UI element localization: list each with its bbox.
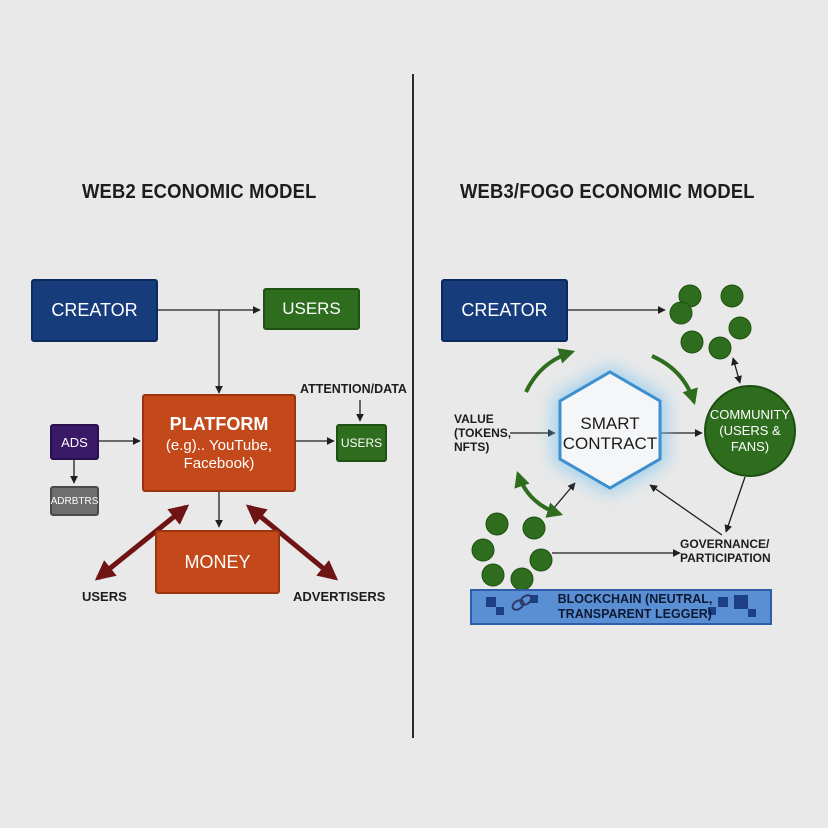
curved-arrow-bottom-left (514, 470, 564, 518)
web2-users-right-box: USERS (336, 424, 387, 462)
blockchain-pattern (486, 594, 756, 617)
arrow-governance-contract (649, 484, 723, 536)
web2-users-bottom-label: USERS (82, 589, 127, 604)
community-dots-top (669, 284, 752, 360)
platform-box: PLATFORM (e.g).. YouTube, Facebook) (142, 394, 296, 492)
community-label: COMMUNITY (USERS & FANS) (709, 407, 791, 454)
blockchain-label: BLOCKCHAIN (NEUTRAL, TRANSPARENT LEGGER) (557, 592, 713, 621)
curved-arrow-top-right (651, 354, 698, 406)
governance-label: GOVERNANCE/ PARTICIPATION (680, 537, 771, 565)
platform-subtitle: (e.g).. YouTube, Facebook) (165, 436, 273, 472)
arrow-dots-community (731, 357, 742, 384)
ads-box: ADS (50, 424, 99, 460)
web2-title: WEB2 ECONOMIC MODEL (82, 181, 317, 203)
web2-users-top-box: USERS (263, 288, 360, 330)
money-box: MONEY (155, 530, 280, 594)
adrbtrs-box: ADRBTRS (50, 486, 99, 516)
advertisers-label: ADVERTISERS (293, 589, 386, 604)
arrow-advertisers-platform-red (245, 504, 339, 581)
value-label: VALUE (TOKENS, NFTS) (454, 412, 512, 454)
web3-creator-box: CREATOR (441, 279, 568, 342)
smart-contract-label: SMART CONTRACT (562, 414, 658, 453)
web3-title: WEB3/FOGO ECONOMIC MODEL (460, 181, 755, 203)
platform-title: PLATFORM (169, 413, 269, 434)
arrow-users-platform-red (94, 504, 190, 581)
attention-data-label: ATTENTION/DATA (300, 382, 407, 396)
community-dots-bottom (471, 512, 553, 591)
center-divider (412, 74, 414, 738)
web2-creator-box: CREATOR (31, 279, 158, 342)
curved-arrow-top-left (524, 348, 576, 393)
chain-link-icon (511, 594, 533, 611)
blockchain-bar (470, 589, 772, 625)
arrow-community-governance (724, 476, 746, 533)
community-circle: COMMUNITY (USERS & FANS) (704, 385, 796, 477)
smart-contract-hexagon (558, 370, 662, 490)
